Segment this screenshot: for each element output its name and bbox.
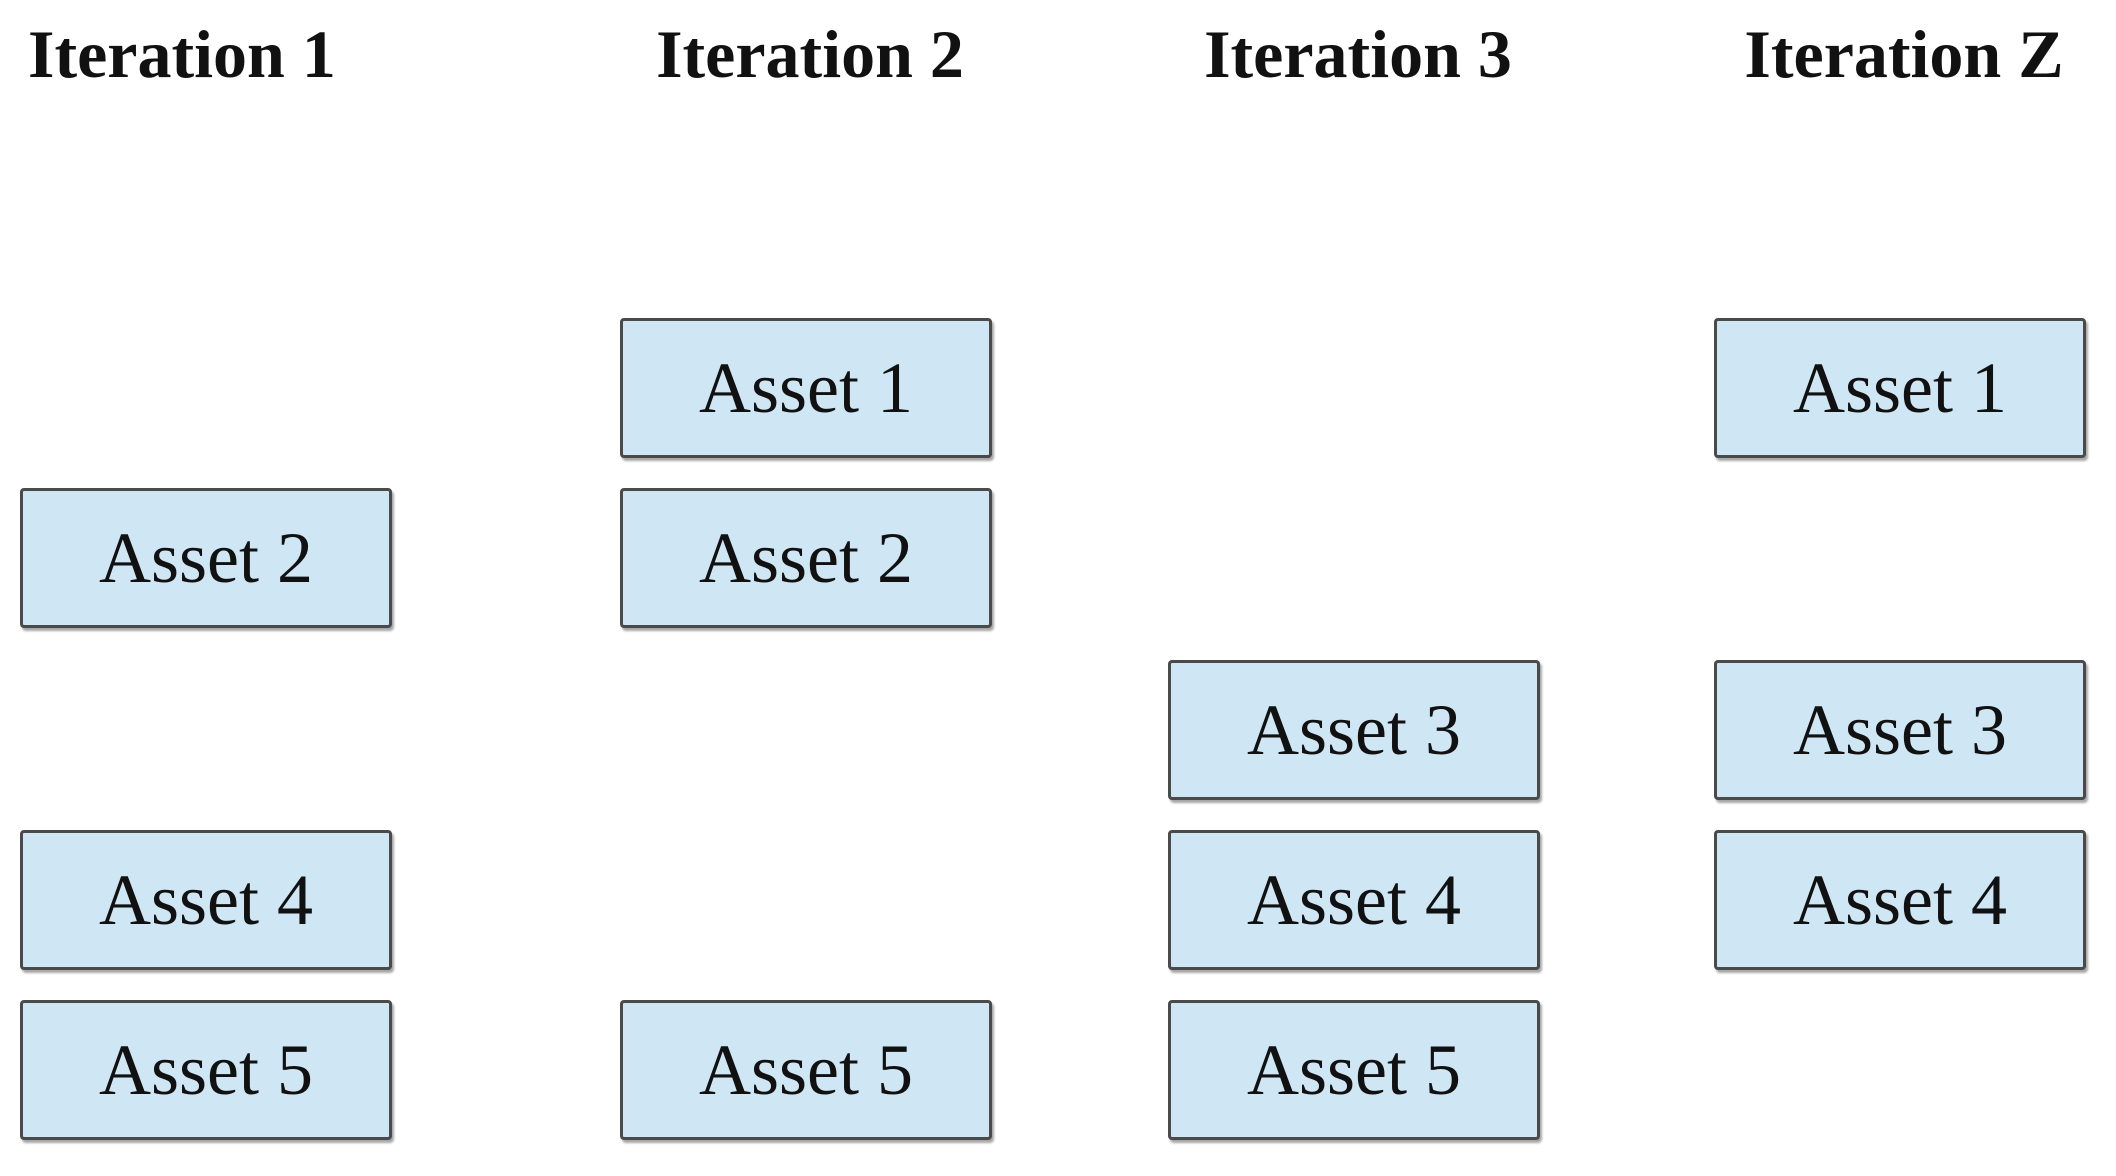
asset-label: Asset 4 [1247, 859, 1461, 940]
iteration-2-column: Iteration 2 Asset 1 Asset 2 Asset 5 [620, 0, 1000, 1176]
iteration-1-title: Iteration 1 [28, 16, 336, 92]
asset-4-box: Asset 4 [1714, 830, 2086, 970]
asset-label: Asset 5 [1247, 1029, 1461, 1110]
iteration-z-column: Iteration Z Asset 1 Asset 3 Asset 4 [1714, 0, 2094, 1176]
asset-3-box: Asset 3 [1168, 660, 1540, 800]
asset-1-box: Asset 1 [620, 318, 992, 458]
asset-5-box: Asset 5 [620, 1000, 992, 1140]
asset-2-box: Asset 2 [20, 488, 392, 628]
iteration-z-title: Iteration Z [1744, 16, 2064, 92]
asset-label: Asset 4 [1793, 859, 2007, 940]
asset-5-box: Asset 5 [20, 1000, 392, 1140]
asset-label: Asset 5 [699, 1029, 913, 1110]
asset-label: Asset 3 [1247, 689, 1461, 770]
asset-label: Asset 5 [99, 1029, 313, 1110]
asset-1-box: Asset 1 [1714, 318, 2086, 458]
asset-3-box: Asset 3 [1714, 660, 2086, 800]
asset-label: Asset 4 [99, 859, 313, 940]
asset-4-box: Asset 4 [1168, 830, 1540, 970]
asset-label: Asset 1 [699, 347, 913, 428]
asset-label: Asset 3 [1793, 689, 2007, 770]
asset-2-box: Asset 2 [620, 488, 992, 628]
asset-label: Asset 2 [99, 517, 313, 598]
iteration-1-column: Iteration 1 Asset 2 Asset 4 Asset 5 [20, 0, 400, 1176]
iteration-3-column: Iteration 3 Asset 3 Asset 4 Asset 5 [1168, 0, 1548, 1176]
asset-5-box: Asset 5 [1168, 1000, 1540, 1140]
asset-4-box: Asset 4 [20, 830, 392, 970]
asset-label: Asset 1 [1793, 347, 2007, 428]
iteration-3-title: Iteration 3 [1204, 16, 1512, 92]
asset-label: Asset 2 [699, 517, 913, 598]
iteration-2-title: Iteration 2 [656, 16, 964, 92]
